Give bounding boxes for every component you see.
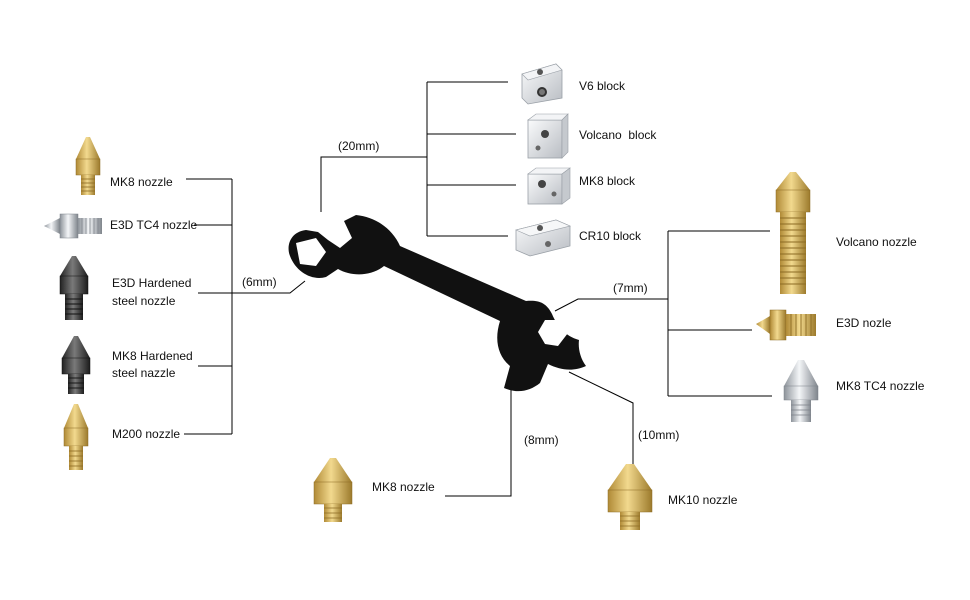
mk8-tc4-nozzle-icon (783, 360, 819, 422)
heater-blocks (515, 63, 571, 257)
label-left-mk8-nozzle: MK8 nozzle (110, 175, 173, 189)
wrench-icon (288, 215, 586, 392)
label-e3d-hardened-line1: E3D Hardened (112, 276, 191, 290)
label-dim-20mm: (20mm) (338, 139, 379, 153)
leader-10mm (568, 371, 634, 466)
leader-7mm (554, 298, 668, 312)
label-mk10-nozzle: MK10 nozzle (668, 493, 738, 507)
label-dim-6mm: (6mm) (242, 275, 277, 289)
leader-6mm (232, 280, 306, 294)
wrench-hole (425, 293, 431, 299)
mk10-nozzle-icon (607, 464, 653, 530)
volcano-block-icon (527, 113, 569, 159)
label-v6-block: V6 block (579, 79, 626, 93)
wrench-jaw-6mm (296, 238, 326, 266)
label-mk8-block: MK8 block (579, 174, 636, 188)
label-e3d-hardened-line2: steel nozzle (112, 294, 176, 308)
mk8-hardened-nozzle-icon (61, 336, 91, 394)
e3d-hardened-nozzle-icon (59, 256, 89, 320)
e3d-nozle-icon (756, 309, 816, 341)
m200-nozzle-icon (63, 404, 89, 470)
label-m200-nozzle: M200 nozzle (112, 427, 180, 441)
label-e3d-tc4-nozzle: E3D TC4 nozzle (110, 218, 197, 232)
v6-block-icon (521, 63, 563, 105)
left-mk8-nozzle-icon (75, 137, 101, 195)
cr10-block-icon (515, 219, 571, 257)
label-volcano-nozzle: Volcano nozzle (836, 235, 917, 249)
label-dim-10mm: (10mm) (638, 428, 679, 442)
label-volcano-block: Volcano block (579, 128, 657, 142)
label-bottom-mk8-nozzle: MK8 nozzle (372, 480, 435, 494)
label-mk8-hardened-line1: MK8 Hardened (112, 349, 193, 363)
label-e3d-nozle: E3D nozle (836, 316, 892, 330)
bottom-mk8-nozzle-icon (313, 458, 353, 522)
leader-8mm (445, 380, 512, 497)
connector-lines (184, 81, 772, 497)
label-dim-8mm: (8mm) (524, 433, 559, 447)
label-dim-7mm: (7mm) (613, 281, 648, 295)
leader-20mm (320, 156, 427, 212)
nozzles (44, 137, 819, 530)
mk8-block-icon (527, 167, 571, 205)
label-mk8-hardened-line2: steel nazzle (112, 366, 176, 380)
text-labels: V6 block Volcano block MK8 block CR10 bl… (110, 79, 925, 507)
volcano-nozzle-icon (775, 172, 811, 294)
label-mk8-tc4-nozzle: MK8 TC4 nozzle (836, 379, 925, 393)
label-cr10-block: CR10 block (579, 229, 642, 243)
wrench-jaw-7mm (538, 320, 568, 346)
e3d-tc4-nozzle-icon (44, 213, 102, 239)
